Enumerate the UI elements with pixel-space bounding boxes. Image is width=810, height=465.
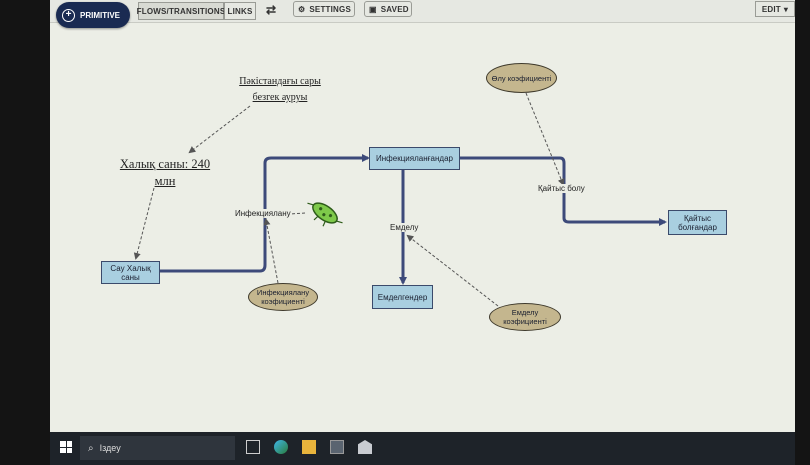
file-explorer-icon[interactable]	[302, 440, 316, 454]
variable-death-rate[interactable]: Өлу коэфициенті	[486, 63, 557, 93]
windows-taskbar: ⌕ Іздеу	[50, 432, 795, 465]
gear-icon: ⚙	[298, 4, 306, 14]
flow-label-infection[interactable]: Инфекциялану	[234, 209, 292, 218]
stock-infected[interactable]: Инфекцияланғандар	[369, 147, 460, 170]
add-primitive-button[interactable]: + PRIMITIVE	[56, 2, 130, 28]
bacteria-icon	[307, 202, 343, 227]
flow-label-death[interactable]: Қайтыс болу	[537, 184, 586, 193]
death-rate-link	[525, 92, 565, 186]
variable-recovery-rate[interactable]: Емделу коэфициенті	[489, 303, 561, 331]
search-icon: ⌕	[88, 442, 94, 454]
population-variable[interactable]: Халық саны: 240 млн	[105, 156, 225, 190]
disease-title-line2: безгек ауруы	[252, 92, 308, 103]
taskbar-search-box[interactable]: ⌕ Іздеу	[80, 436, 235, 460]
settings-label: SETTINGS	[309, 4, 351, 14]
mail-icon[interactable]	[358, 440, 372, 454]
variable-infection-rate[interactable]: Инфекциялану коэфициенті	[248, 283, 318, 311]
population-line2: млн	[154, 174, 176, 188]
tab-links[interactable]: LINKS	[224, 2, 256, 20]
settings-button[interactable]: ⚙ SETTINGS	[293, 1, 355, 17]
disease-title-note[interactable]: Пәкістандағы сары безгек ауруы	[220, 74, 340, 106]
saved-button[interactable]: ▣ SAVED	[364, 1, 412, 17]
edit-label: EDIT	[761, 4, 781, 14]
edit-menu-button[interactable]: EDIT ▾	[755, 1, 795, 17]
swap-arrows-icon[interactable]: ⇄	[266, 3, 277, 17]
title-to-population-link	[188, 105, 251, 154]
stock-susceptible[interactable]: Сау Халық саны	[101, 261, 160, 284]
bacteria-link	[289, 212, 306, 215]
primitive-label: PRIMITIVE	[80, 10, 121, 20]
infection-rate-link	[263, 218, 279, 284]
plus-icon: +	[62, 8, 75, 22]
disease-title-line1: Пәкістандағы сары	[239, 76, 321, 87]
stock-recovered[interactable]: Емделгендер	[372, 285, 433, 309]
floppy-disk-icon: ▣	[369, 4, 377, 14]
population-line1: Халық саны: 240	[119, 157, 211, 171]
flow-label-recovery[interactable]: Емделу	[389, 223, 420, 232]
search-text: Іздеу	[99, 443, 121, 453]
edge-browser-icon[interactable]	[274, 440, 288, 454]
recovery-rate-link	[406, 234, 499, 307]
chevron-down-icon: ▾	[783, 4, 789, 14]
windows-start-icon[interactable]	[60, 441, 72, 453]
toolbar: + PRIMITIVE FLOWS/TRANSITIONS LINKS ⇄ ⚙ …	[50, 0, 795, 28]
saved-label: SAVED	[380, 4, 409, 14]
stock-dead[interactable]: Қайтыс болғандар	[668, 210, 727, 235]
modeling-app-screen: + PRIMITIVE FLOWS/TRANSITIONS LINKS ⇄ ⚙ …	[50, 0, 795, 432]
task-view-icon[interactable]	[246, 440, 260, 454]
tab-flows-transitions[interactable]: FLOWS/TRANSITIONS	[137, 2, 225, 20]
store-icon[interactable]	[330, 440, 344, 454]
population-to-stock-link	[133, 187, 155, 260]
